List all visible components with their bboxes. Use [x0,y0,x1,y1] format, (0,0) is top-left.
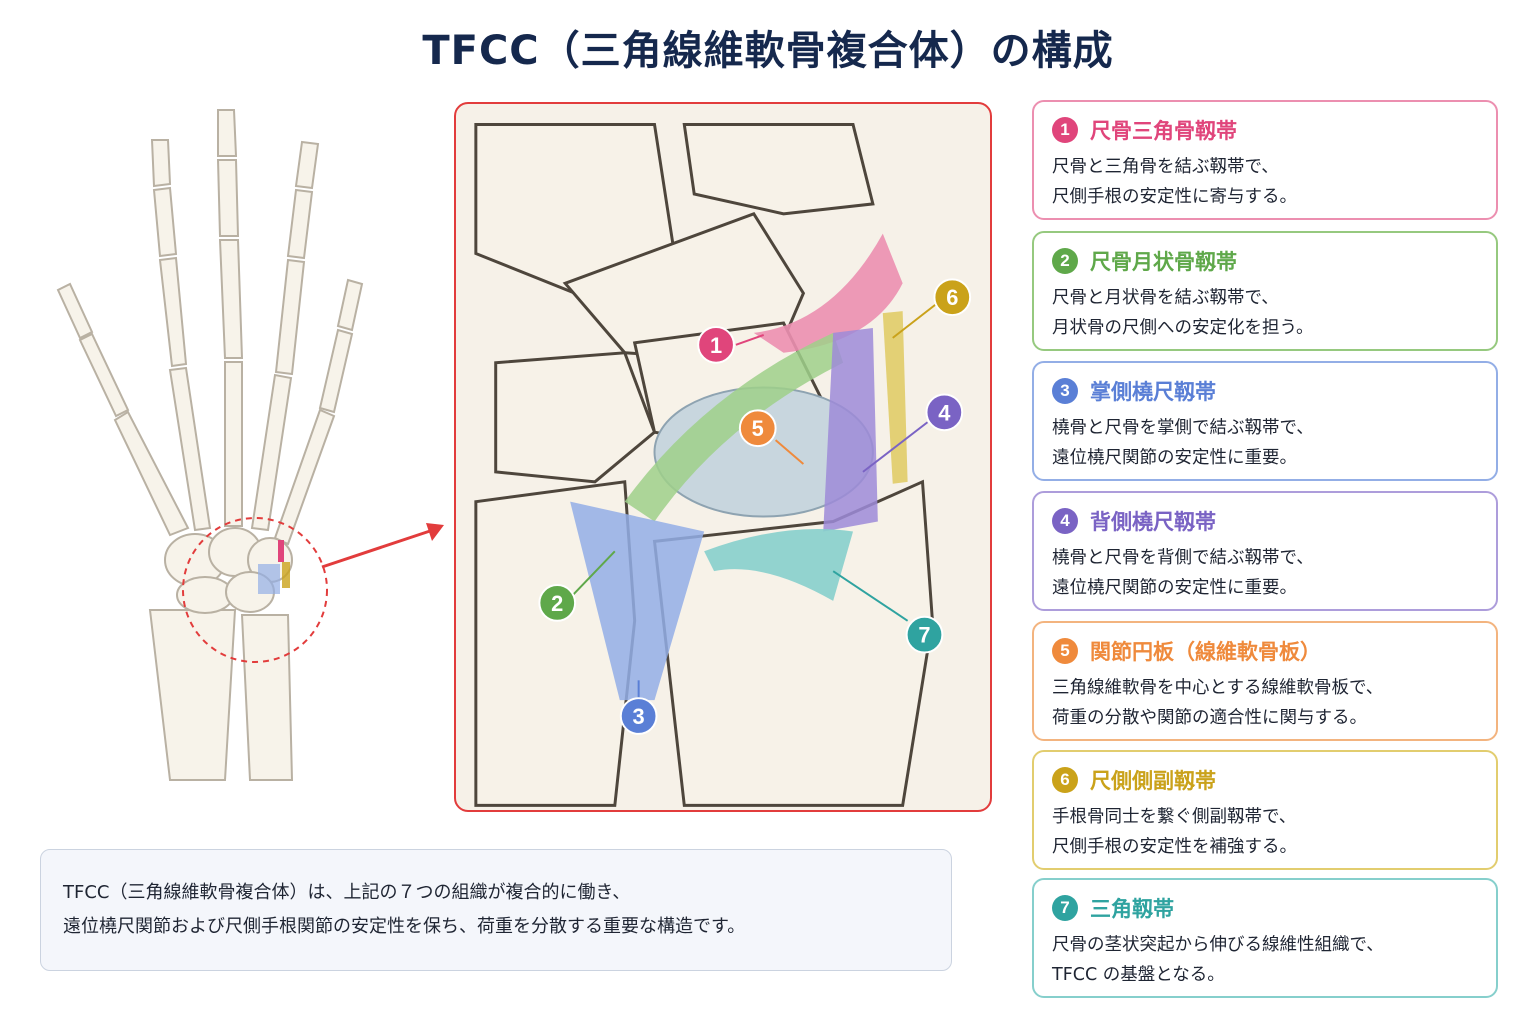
legend-card-7: 7 三角靱帯 尺骨の茎状突起から伸びる線維性組織で、 TFCC の基盤となる。 [1032,878,1498,998]
legend-card-6: 6 尺側側副靱帯 手根骨同士を繋ぐ側副靱帯で、 尺側手根の安定性を補強する。 [1032,750,1498,870]
ligament-3 [570,501,705,701]
legend-title: 尺側側副靱帯 [1090,769,1216,793]
svg-text:5: 5 [752,416,764,441]
legend-number-badge: 6 [1052,767,1078,793]
legend-description: 橈骨と尺骨を背側で結ぶ靱帯で、 遠位橈尺関節の安定性に重要。 [1052,548,1314,598]
legend-number-badge: 2 [1052,248,1078,274]
hand-skeleton-illustration [56,109,364,781]
callout-4: 4 [925,393,964,432]
legend-description: 三角線維軟骨を中心とする線維軟骨板で、 荷重の分散や関節の適合性に関与する。 [1052,678,1384,728]
page-title: TFCC（三角線維軟骨複合体）の構成 [422,28,1114,74]
ligament-4 [823,327,878,532]
ligament-2 [624,332,844,522]
svg-text:6: 6 [946,285,958,310]
svg-text:3: 3 [633,704,645,729]
legend-description: 尺骨の茎状突起から伸びる線維性組織で、 TFCC の基盤となる。 [1052,935,1384,985]
svg-text:2: 2 [551,591,563,616]
legend-title: 尺骨三角骨靱帯 [1090,119,1237,143]
ligament-1 [753,233,903,353]
legend-number-badge: 7 [1052,895,1078,921]
callout-2: 2 [538,584,577,622]
tfcc-detail-panel: 1 2 3 4 5 6 7 [454,102,992,812]
legend-card-3: 3 掌側橈尺靱帯 橈骨と尺骨を掌側で結ぶ靱帯で、 遠位橈尺関節の安定性に重要。 [1032,361,1498,481]
legend-card-1: 1 尺骨三角骨靱帯 尺骨と三角骨を結ぶ靱帯で、 尺側手根の安定性に寄与する。 [1032,100,1498,220]
legend-title: 関節円板（線維軟骨板） [1090,640,1321,664]
legend-number-badge: 1 [1052,117,1078,143]
legend-number-badge: 4 [1052,508,1078,534]
legend-description: 橈骨と尺骨を掌側で結ぶ靱帯で、 遠位橈尺関節の安定性に重要。 [1052,418,1314,468]
legend-title: 背側橈尺靱帯 [1090,510,1216,534]
legend-description: 尺骨と月状骨を結ぶ靱帯で、 月状骨の尺側への安定化を担う。 [1052,288,1314,338]
callout-1: 1 [697,325,735,364]
ligament-7 [704,528,854,601]
legend-title: 三角靱帯 [1090,897,1174,921]
callout-3: 3 [619,697,658,735]
callout-5: 5 [738,409,777,448]
legend-description: 手根骨同士を繋ぐ側副靱帯で、 尺側手根の安定性を補強する。 [1052,807,1297,857]
legend-title: 掌側橈尺靱帯 [1090,380,1216,404]
legend-card-2: 2 尺骨月状骨靱帯 尺骨と月状骨を結ぶ靱帯で、 月状骨の尺側への安定化を担う。 [1032,231,1498,351]
legend-card-5: 5 関節円板（線維軟骨板） 三角線維軟骨を中心とする線維軟骨板で、 荷重の分散や関… [1032,621,1498,741]
legend-title: 尺骨月状骨靱帯 [1090,250,1237,274]
zoom-circle [182,517,328,663]
ligament-6 [882,311,908,484]
summary-box: TFCC（三角線維軟骨複合体）は、上記の７つの組織が複合的に働き、 遠位橈尺関節… [40,849,952,971]
legend-card-4: 4 背側橈尺靱帯 橈骨と尺骨を背側で結ぶ靱帯で、 遠位橈尺関節の安定性に重要。 [1032,491,1498,611]
svg-text:1: 1 [710,333,722,358]
callout-7: 7 [905,615,944,654]
legend-number-badge: 5 [1052,638,1078,664]
svg-text:7: 7 [918,623,930,648]
legend-description: 尺骨と三角骨を結ぶ靱帯で、 尺側手根の安定性に寄与する。 [1052,157,1297,207]
legend-number-badge: 3 [1052,378,1078,404]
svg-text:4: 4 [938,400,951,425]
zoom-arrow [321,523,444,569]
callout-6: 6 [933,278,972,317]
